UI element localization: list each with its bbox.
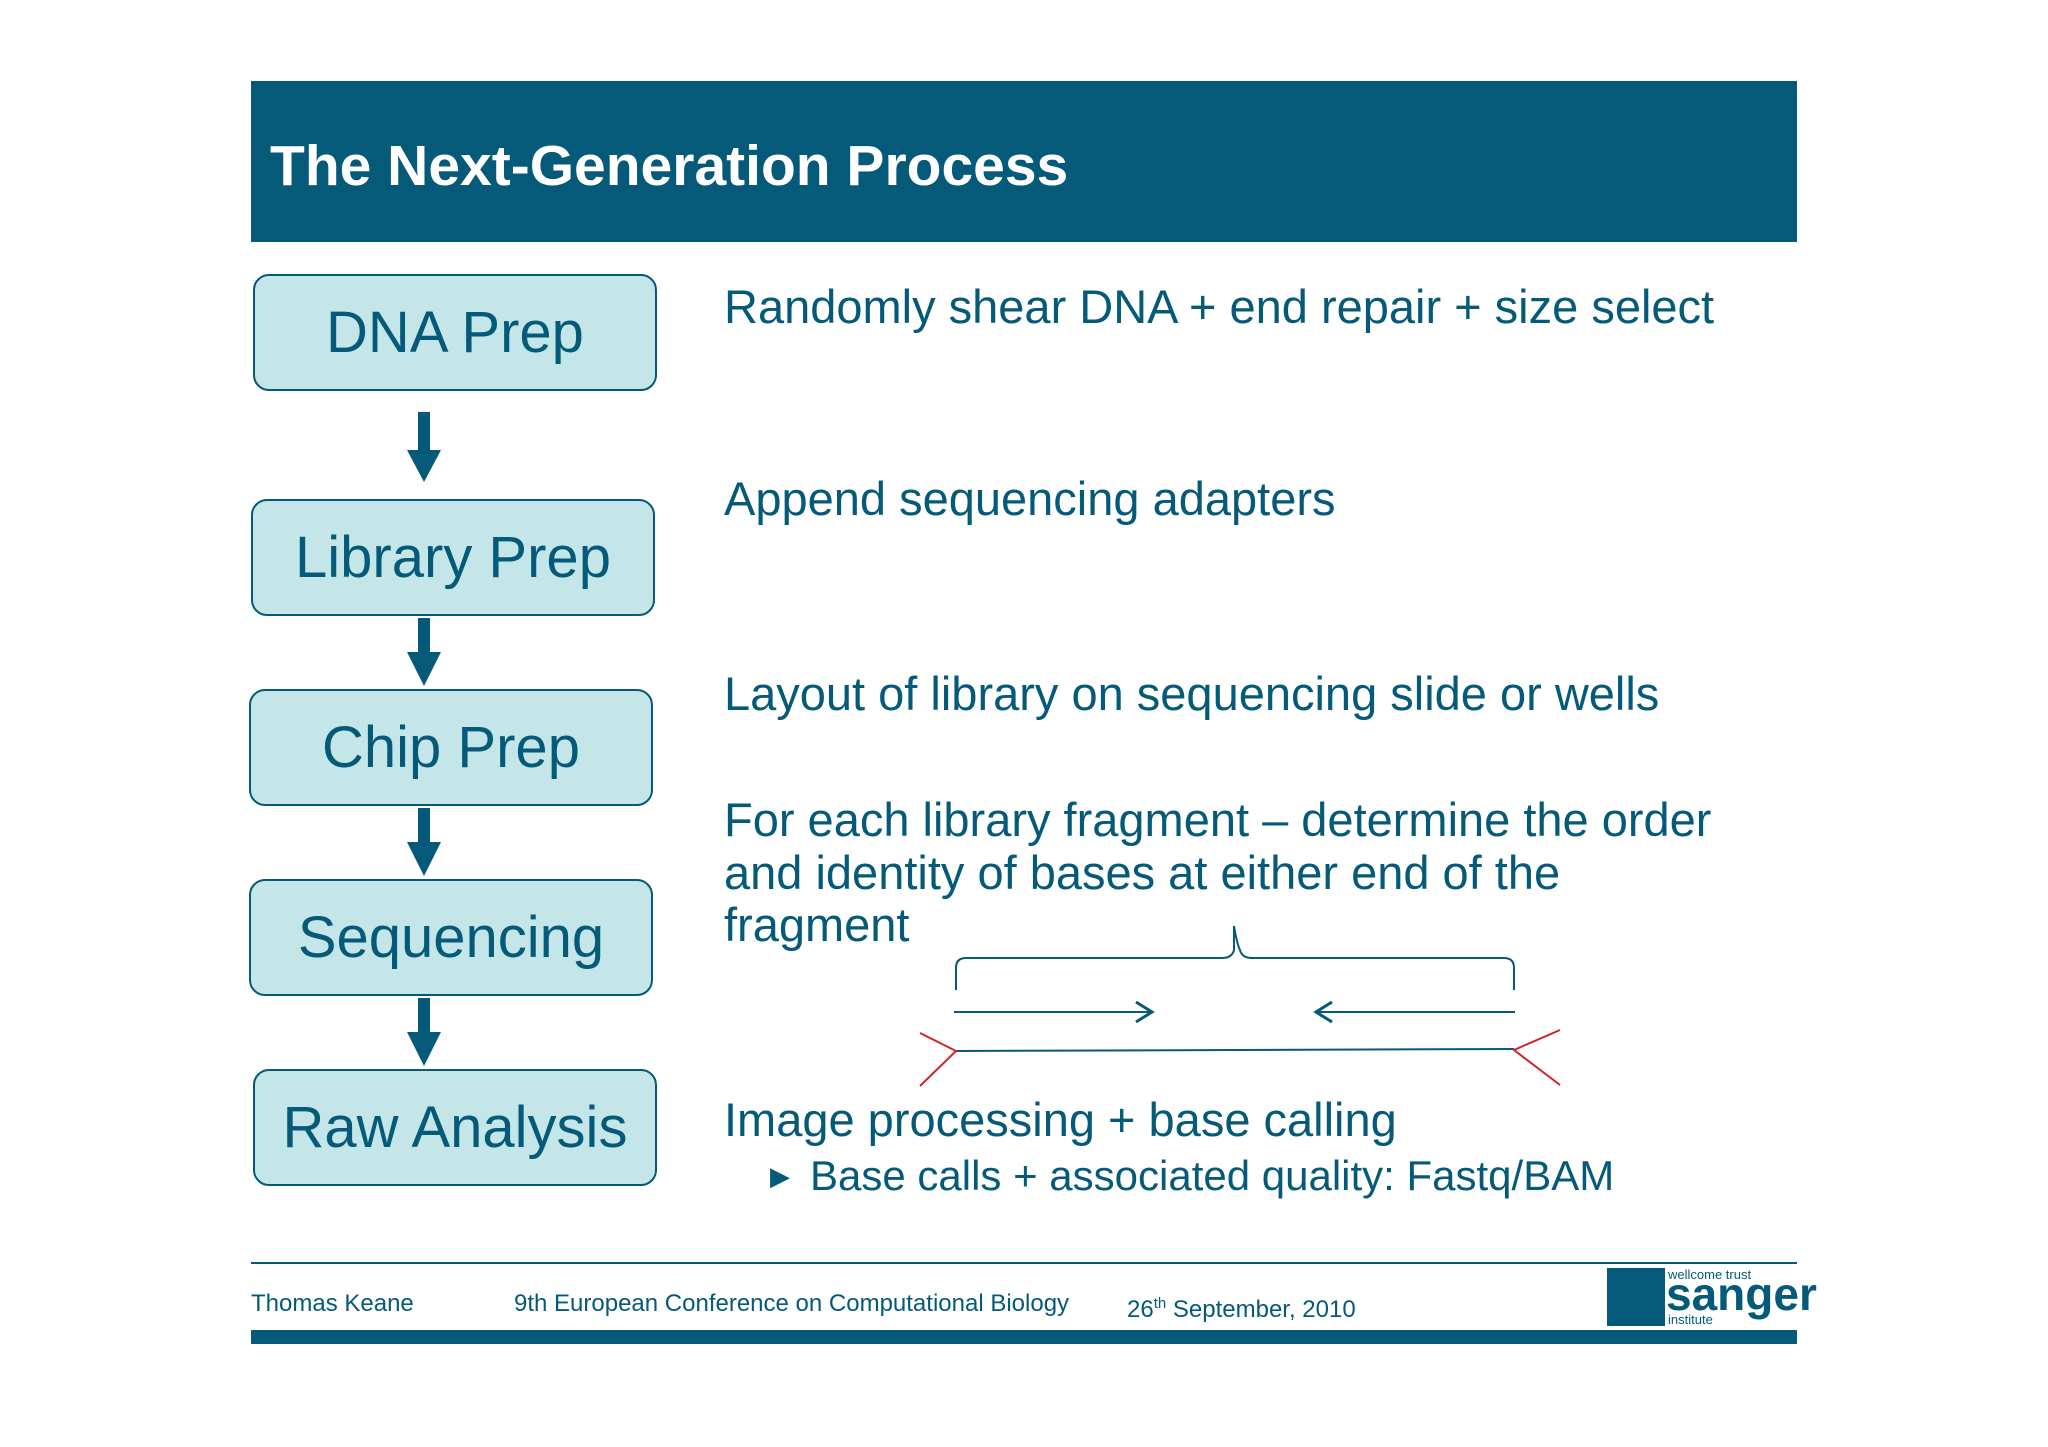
footer-date-suffix: th xyxy=(1153,1295,1167,1312)
step-description-sequencing-line-2: and identity of bases at either end of t… xyxy=(724,846,1561,899)
logo-sanger-wordmark: sanger xyxy=(1666,1268,1817,1320)
step-description-sequencing-line-3: fragment xyxy=(724,898,910,951)
header-bar xyxy=(251,81,1797,242)
step-description-chip-prep: Layout of library on sequencing slide or… xyxy=(724,667,1660,720)
down-arrow-icon xyxy=(407,618,441,686)
footer-divider xyxy=(251,1262,1797,1264)
down-arrow-icon xyxy=(407,808,441,876)
footer-bar xyxy=(251,1330,1797,1344)
step-library-prep: Library Prep xyxy=(251,499,655,616)
slide-title: The Next-Generation Process xyxy=(270,134,1069,198)
step-description-dna-prep: Randomly shear DNA + end repair + size s… xyxy=(724,280,1715,333)
footer-date-day: 26 xyxy=(1127,1296,1154,1323)
footer-date: 26th September, 2010 xyxy=(1127,1290,1356,1324)
step-dna-prep: DNA Prep xyxy=(253,274,657,391)
logo-institute: institute xyxy=(1668,1312,1713,1327)
fragment-brace-icon xyxy=(955,925,1515,990)
bullet-triangle-icon: ▶ xyxy=(770,1161,790,1191)
step-chip-prep: Chip Prep xyxy=(249,689,653,806)
footer-date-rest: September, 2010 xyxy=(1166,1296,1356,1323)
logo-wellcome-trust: wellcome trust xyxy=(1668,1267,1752,1282)
dna-fragment-line xyxy=(955,1048,1515,1052)
sanger-logo-box xyxy=(1607,1268,1665,1326)
footer-conference: 9th European Conference on Computational… xyxy=(514,1290,1070,1317)
sub-bullet-text: Base calls + associated quality: Fastq/B… xyxy=(810,1152,1615,1199)
step-raw-analysis: Raw Analysis xyxy=(253,1069,657,1186)
footer-author: Thomas Keane xyxy=(251,1290,414,1317)
left-adapter-icon xyxy=(919,1032,958,1087)
step-description-raw-analysis: Image processing + base calling xyxy=(724,1093,1397,1146)
step-description-library-prep: Append sequencing adapters xyxy=(724,472,1336,525)
step-sequencing: Sequencing xyxy=(249,879,653,996)
raw-analysis-sub-bullet: ▶ Base calls + associated quality: Fastq/… xyxy=(770,1150,1614,1202)
down-arrow-icon xyxy=(407,998,441,1066)
right-adapter-icon xyxy=(1512,1029,1561,1086)
forward-read-arrow-head xyxy=(1135,1000,1155,1024)
down-arrow-icon xyxy=(407,412,441,482)
reverse-read-arrow-head xyxy=(1313,1000,1333,1024)
step-description-sequencing-line-1: For each library fragment – determine th… xyxy=(724,793,1712,846)
